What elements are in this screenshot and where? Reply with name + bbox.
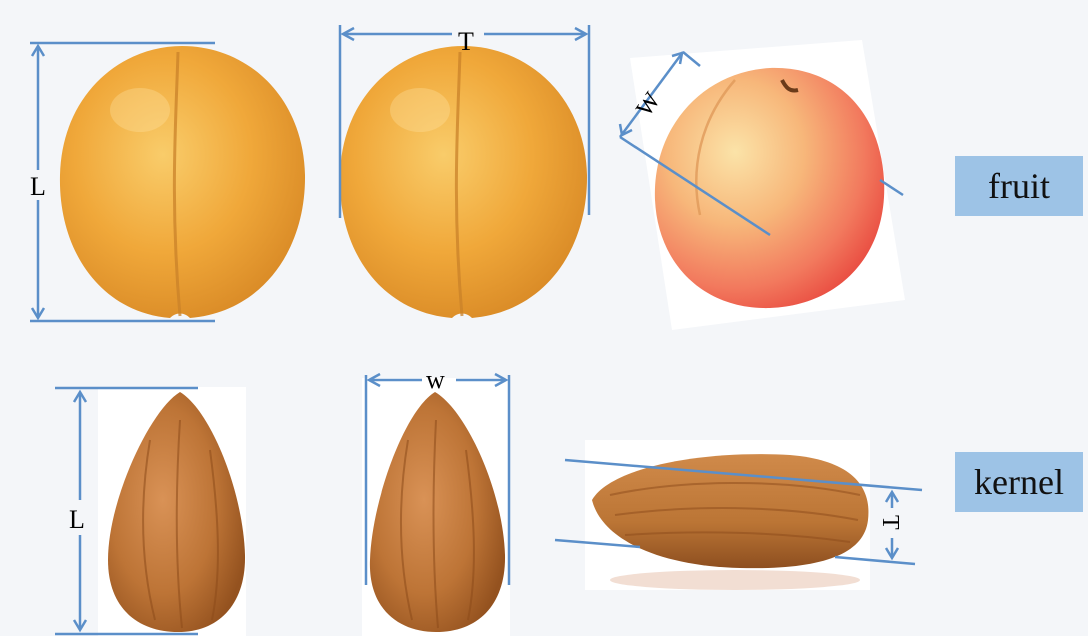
- fruit-row-label: fruit: [955, 156, 1083, 216]
- kernel-row-label: kernel: [955, 452, 1083, 512]
- kernel-thickness-label: T: [877, 515, 903, 530]
- apricot-length-label: L: [30, 172, 46, 201]
- apricot-rotated-photo: [630, 40, 905, 330]
- kernel-width-label: w: [426, 365, 445, 394]
- kernel-front-2: [362, 378, 510, 636]
- kernel-length-label: L: [69, 505, 85, 534]
- kernel-side-view: [585, 440, 870, 590]
- kernel-front-1: [98, 387, 246, 636]
- apricot-front-1: [60, 46, 305, 318]
- apricot-thickness-label: T: [458, 27, 474, 56]
- apricot-front-2: [340, 46, 587, 318]
